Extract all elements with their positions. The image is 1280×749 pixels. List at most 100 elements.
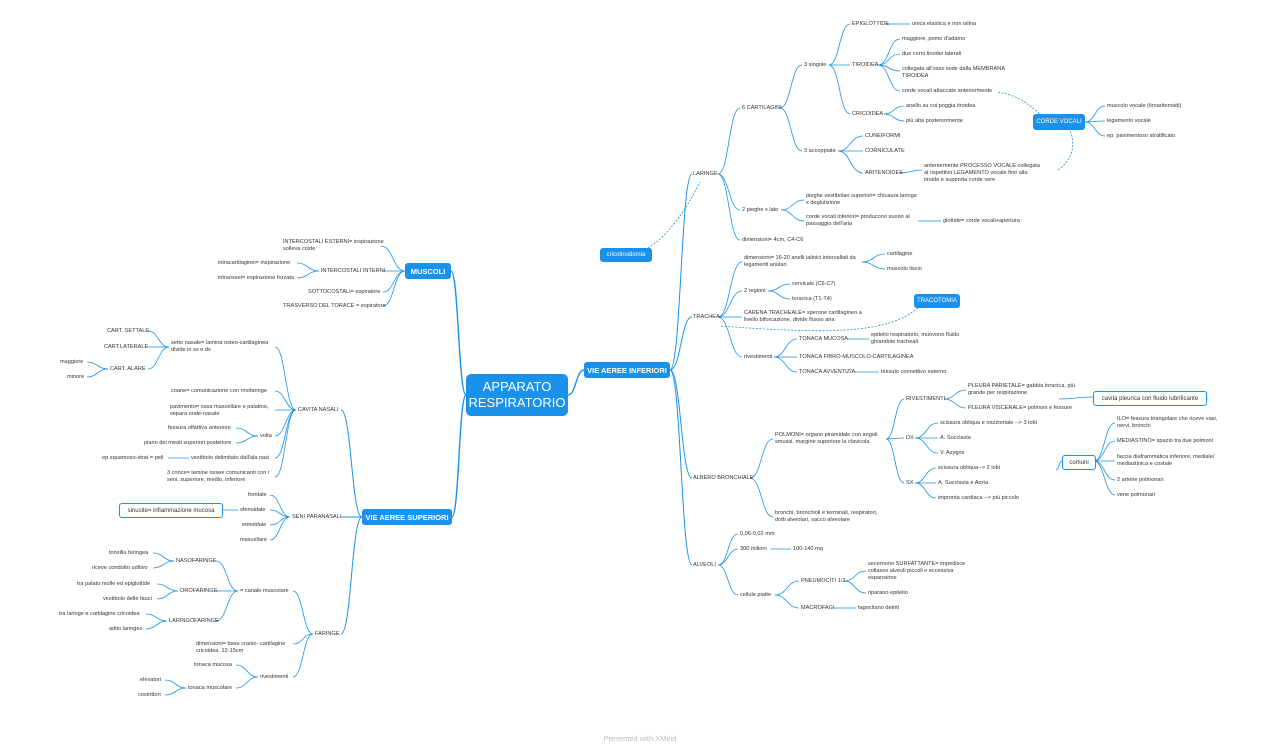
node-pleura-parietale[interactable]: PLEURA PARIETALE= gabbia toracica, più g… [968,383,1075,396]
node-pleura-viscerale[interactable]: PLEURA VISCERALE= polmoni e fessure [968,405,1073,411]
node-dx-3[interactable]: V. Azygos [940,450,965,456]
node-corde-vocali-3[interactable]: ep. pavimentoso stratificato [1107,133,1176,139]
node-piano-meati[interactable]: piano dei meati superiori posteriore [144,440,232,446]
node-macrofagi[interactable]: MACROFAGI [801,605,835,611]
node-macrofagi-desc[interactable]: fagocitano detriti [858,605,900,611]
node-trasverso-torace[interactable]: TRASVERSO DEL TORACE = espiratore [283,303,386,309]
node-epiglottide-desc[interactable]: unica elastica e non ialina [912,21,977,27]
node-3-singole[interactable]: 3 singole [804,62,827,68]
node-tiroidea[interactable]: TIROIDEA [852,62,879,68]
node-pneumociti-1[interactable]: secernono SURFATTANTE= impedisce collass… [868,561,966,581]
node-ep-squamoso[interactable]: ep squamoso-strat = peli [102,455,164,461]
node-cuneiformi[interactable]: CUNEIFORMI [865,133,901,139]
node-6-cartilagini[interactable]: 6 CARTILAGINI [742,105,782,111]
node-setto-nasale[interactable]: setto nasale= lamina osteo-cartilaginea … [171,340,269,353]
node-cart-alare[interactable]: CART. ALARE [110,366,146,372]
node-corde-vocali-inferiori[interactable]: corde vocali inferiori= producono suono … [806,214,910,227]
node-tonaca-mucosa-faringe[interactable]: tonaca mucosa [194,662,232,668]
node-sx-2[interactable]: A. Succlavia e Aorta [938,480,989,486]
node-elevatori[interactable]: elevatori [140,677,162,683]
node-faringe-rivestimenti[interactable]: rivestimenti [260,674,289,680]
node-tiroidea-4[interactable]: corde vocali attaccate anteriormente [902,88,993,94]
node-epiglottide[interactable]: EPIGLOTTIDE [852,21,889,27]
callout-sinusite[interactable]: sinusite= infiammazione mucosa [119,503,223,518]
node-albero-bronchiale[interactable]: ALBERO BRONCHIALE [693,475,754,481]
node-cricoidea-2[interactable]: più alta posteriormente [906,118,963,124]
node-bronchi[interactable]: bronchi, bronchioli e terminali, respira… [775,510,878,523]
node-nasofaringe[interactable]: NASOFARINGE [176,558,217,564]
node-cricoidea-1[interactable]: anello su cui poggia tiroidea [906,103,976,109]
node-minore[interactable]: minore [67,374,85,380]
node-conce[interactable]: 3 conce= lamine ossee comunicanti con i … [167,470,270,483]
node-tiroidea-1[interactable]: maggiore, pomo d'adamo [902,36,966,42]
node-condotto-uditivo[interactable]: riceve condotto uditivo [92,565,148,571]
node-alveoli[interactable]: ALVEOLI [693,562,716,568]
node-pneumociti[interactable]: PNEUMOCITI 1/2 [801,578,846,584]
node-trachea-rivestimenti[interactable]: rivestimenti [744,354,773,360]
node-cavita-nasali[interactable]: CAVITA NASALI [298,407,339,413]
node-palato-molle[interactable]: tra palato molle ed epiglottide [77,581,151,587]
node-frontale[interactable]: frontale [248,492,267,498]
node-dx-1[interactable]: scissura obliqua e orizzontale --> 3 lob… [940,420,1037,426]
node-orofaringe[interactable]: OROFARINGE [180,588,218,594]
node-corde-vocali-1[interactable]: muscolo vocale (tiroaritenoidi) [1107,103,1182,109]
node-cartilagine[interactable]: cartilagine [887,251,913,257]
node-aritenoidee-desc[interactable]: anteriormente PROCESSO VOCALE collegata … [924,163,1040,183]
node-sottocostali[interactable]: SOTTOCOSTALI= espiratore [308,289,381,295]
node-tiroidea-3[interactable]: collegata all'osso ioide dalla MEMBRANA … [902,66,1006,79]
node-aritenoidee[interactable]: ARITENOIDEE [865,170,903,176]
node-vestibolo-fauci[interactable]: vestibolo delle fauci [103,596,152,602]
node-cricoidea[interactable]: CRICOIDEA [852,111,884,117]
node-comuni-4[interactable]: 2 arterie polmonari [1117,477,1164,483]
node-volta[interactable]: volta [260,433,272,439]
node-maggiore[interactable]: maggiore [60,359,84,365]
node-laringofaringe[interactable]: LARINGOFARINGE [169,618,219,624]
node-intracartilaginei[interactable]: intracartilaginei= inspirazione [218,260,291,266]
node-2-pieghe[interactable]: 2 pieghe x lato [742,207,779,213]
node-cart-laterale[interactable]: CART.LATERALE [104,344,149,350]
node-comuni-5[interactable]: vene polmonari [1117,492,1156,498]
node-alveoli-dim[interactable]: 0,06-0,02 mm [740,531,775,537]
node-glottide[interactable]: glottide= corde vocali+apertura [943,218,1020,224]
node-pieghe-vestibolari[interactable]: pieghe vestibolari superiori= chiusura l… [806,193,917,206]
node-sx-3[interactable]: impronta cardiaca --> più piccolo [938,495,1019,501]
node-costrittori[interactable]: costrittori [138,692,161,698]
node-cart-settale[interactable]: CART. SETTALE [107,328,150,334]
node-canale-muscolare[interactable]: = canale muscolare [240,588,289,594]
node-dx[interactable]: DX [906,435,914,441]
callout-cavita-pleurica[interactable]: cavità pleurica con fluido lubrificante [1093,391,1207,406]
node-comuni-1[interactable]: ILO= fessura triangolare che riceve vasi… [1117,416,1218,429]
node-intraossei[interactable]: intraossei= espirazione forzata [218,275,295,281]
node-faringe[interactable]: FARINGE [315,631,340,637]
node-corde-vocali-2[interactable]: legamento vocale [1107,118,1151,124]
node-fessura-olfattiva[interactable]: fessura olfattiva anteriore [168,425,231,431]
node-intercostali-esterni[interactable]: INTERCOSTALI ESTERNI= inspirazione solle… [283,239,384,252]
node-pneumociti-2[interactable]: riparano epitelio [868,590,908,596]
node-2-regioni[interactable]: 2 regioni [744,288,766,294]
node-trachea[interactable]: TRACHEA [693,314,720,320]
node-3-accoppiate[interactable]: 3 accoppiate [804,148,836,154]
node-toracica[interactable]: toracica (T1-T4) [792,296,832,302]
node-laringe[interactable]: LARINGE [693,171,718,177]
node-faringe-dimensioni[interactable]: dimensioni= base cranio- cartilagine cri… [196,641,286,654]
node-cellule-piatte[interactable]: cellule piatte [740,592,772,598]
node-muscolo-liscio[interactable]: muscolo liscio [887,266,922,272]
node-tonsilla-faringea[interactable]: tonsilla faringea [109,550,149,556]
node-polmoni[interactable]: POLMONI= organo piramidale con angoli sm… [775,432,878,445]
node-trachea-dimensioni[interactable]: dimensioni= 16-20 anelli ialinici interv… [744,255,856,268]
node-tonaca-avventizia[interactable]: TONACA AVVENTIZIA [799,369,856,375]
node-seni-paranasali[interactable]: SENI PARANASALI [292,514,342,520]
callout-comuni[interactable]: comuni [1062,455,1096,470]
node-sx[interactable]: SX [906,480,914,486]
node-coane[interactable]: coane= comunicazione con rinofaringe [171,388,267,394]
node-tonaca-muscolare[interactable]: tonaca muscolare [188,685,233,691]
node-adito-laringeo[interactable]: adito laringeo [109,626,143,632]
node-carena[interactable]: CARENA TRACHEALE= sperone cartilagineo a… [744,310,862,323]
node-comuni-3[interactable]: faccia diaframmatica inferiore, mediale/… [1117,454,1215,467]
node-tiroidea-2[interactable]: due corni tiroidei laterali [902,51,962,57]
callout-corde-vocali[interactable]: CORDE VOCALI [1033,114,1085,130]
callout-cricotiroidomia[interactable]: cricotiroidomia [600,248,652,262]
node-etmoidale[interactable]: etmoidale [242,522,267,528]
node-dx-2[interactable]: A. Succlavia [940,435,971,441]
node-tra-laringe[interactable]: tra laringe e cartilagine cricoidea [59,611,140,617]
